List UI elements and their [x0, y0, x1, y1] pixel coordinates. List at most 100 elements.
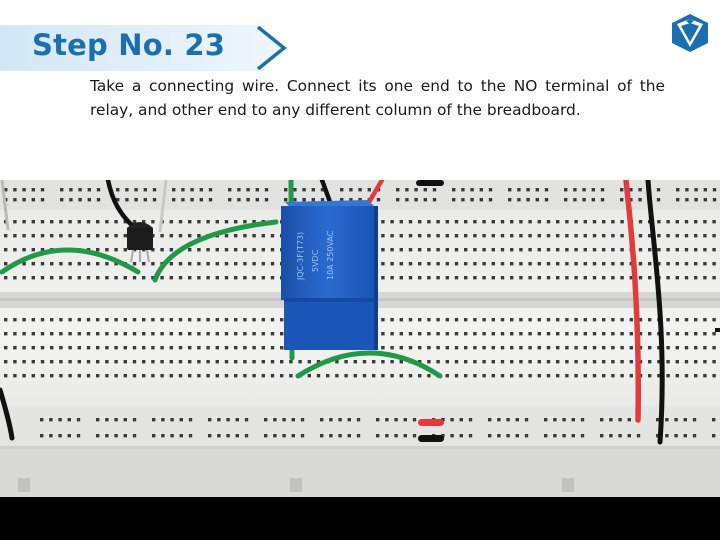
breadboard-hole — [412, 434, 417, 438]
relay-label-2: 5VDC — [311, 249, 320, 272]
breadboard-hole — [31, 374, 35, 378]
breadboard-hole — [694, 360, 698, 364]
breadboard-hole — [600, 434, 604, 438]
breadboard-hole — [519, 374, 523, 378]
breadboard-hole — [381, 220, 385, 224]
breadboard-hole — [497, 418, 501, 422]
breadboard-hole — [255, 198, 259, 202]
breadboard-hole — [160, 248, 164, 252]
breadboard-hole — [208, 434, 212, 438]
breadboard-hole — [546, 360, 551, 364]
breadboard-hole — [712, 234, 716, 238]
breadboard-hole — [114, 374, 118, 378]
breadboard-hole — [574, 346, 578, 350]
breadboard-hole — [123, 332, 127, 336]
breadboard-hole — [60, 198, 64, 202]
breadboard-hole — [703, 360, 707, 364]
breadboard-hole — [684, 262, 689, 266]
breadboard-hole — [40, 262, 45, 266]
breadboard-hole — [464, 374, 468, 378]
breadboard-hole — [436, 262, 440, 266]
breadboard-hole — [445, 276, 449, 280]
breadboard-hole — [77, 318, 81, 322]
breadboard-hole — [574, 332, 578, 336]
chevron-right-icon — [256, 25, 287, 71]
breadboard-hole — [510, 346, 514, 350]
breadboard-hole — [657, 220, 661, 224]
breadboard-hole — [280, 360, 284, 364]
breadboard-hole — [703, 332, 707, 336]
breadboard-hole — [170, 418, 174, 422]
breadboard-hole — [224, 248, 229, 252]
breadboard-hole — [666, 262, 670, 266]
breadboard-hole — [228, 188, 232, 192]
breadboard-hole — [123, 220, 127, 224]
breadboard-hole — [464, 276, 468, 280]
breadboard-hole — [712, 188, 717, 192]
bottom-bar — [0, 497, 720, 540]
breadboard-hole — [684, 318, 689, 322]
breadboard-hole — [31, 188, 35, 192]
breadboard-hole — [160, 318, 164, 322]
breadboard-hole — [270, 262, 275, 266]
breadboard-hole — [666, 276, 670, 280]
breadboard-hole — [648, 248, 652, 252]
breadboard-hole — [252, 360, 256, 364]
breadboard-hole — [22, 374, 26, 378]
breadboard-hole — [611, 346, 615, 350]
breadboard-hole — [69, 188, 73, 192]
title-banner — [0, 25, 290, 71]
breadboard-hole — [234, 346, 238, 350]
breadboard-hole — [381, 346, 385, 350]
breadboard-hole — [620, 318, 624, 322]
breadboard-hole — [13, 332, 17, 336]
breadboard-hole — [620, 332, 624, 336]
breadboard-hole — [123, 346, 127, 350]
black-jumper — [418, 435, 444, 442]
breadboard-hole — [114, 220, 118, 224]
breadboard-hole — [170, 434, 174, 438]
breadboard-hole — [40, 248, 45, 252]
breadboard-hole — [454, 332, 459, 336]
gray-wire — [0, 179, 10, 231]
breadboard-hole — [408, 248, 413, 252]
breadboard-hole — [648, 360, 652, 364]
breadboard-hole — [396, 188, 400, 192]
breadboard-hole — [510, 220, 514, 224]
breadboard-hole — [280, 318, 284, 322]
breadboard-hole — [50, 276, 54, 280]
breadboard-hole — [86, 360, 91, 364]
breadboard-hole — [31, 332, 35, 336]
breadboard-hole — [602, 276, 606, 280]
breadboard-hole — [59, 262, 63, 266]
breadboard-hole — [454, 346, 459, 350]
breadboard-hole — [264, 198, 269, 202]
breadboard-hole — [565, 234, 569, 238]
breadboard-hole — [684, 220, 689, 224]
breadboard-hole — [13, 346, 17, 350]
breadboard-hole — [114, 262, 118, 266]
breadboard-hole — [546, 276, 551, 280]
breadboard-hole — [234, 248, 238, 252]
breadboard-hole — [132, 346, 137, 350]
breadboard-hole — [544, 188, 549, 192]
breadboard-hole — [261, 360, 265, 364]
breadboard-hole — [565, 220, 569, 224]
breadboard-hole — [134, 188, 138, 192]
breadboard-hole — [611, 360, 615, 364]
breadboard-hole — [224, 318, 229, 322]
breadboard-hole — [224, 346, 229, 350]
breadboard-hole — [454, 248, 459, 252]
breadboard-hole — [132, 434, 137, 438]
breadboard-hole — [556, 360, 560, 364]
breadboard-hole — [461, 198, 465, 202]
breadboard-hole — [86, 220, 91, 224]
breadboard-hole — [31, 318, 35, 322]
breadboard-hole — [78, 198, 82, 202]
breadboard-hole — [427, 248, 431, 252]
breadboard-hole — [620, 198, 624, 202]
breadboard-hole — [151, 248, 155, 252]
breadboard-hole — [418, 234, 422, 238]
breadboard-hole — [565, 318, 569, 322]
breadboard-hole — [657, 374, 661, 378]
